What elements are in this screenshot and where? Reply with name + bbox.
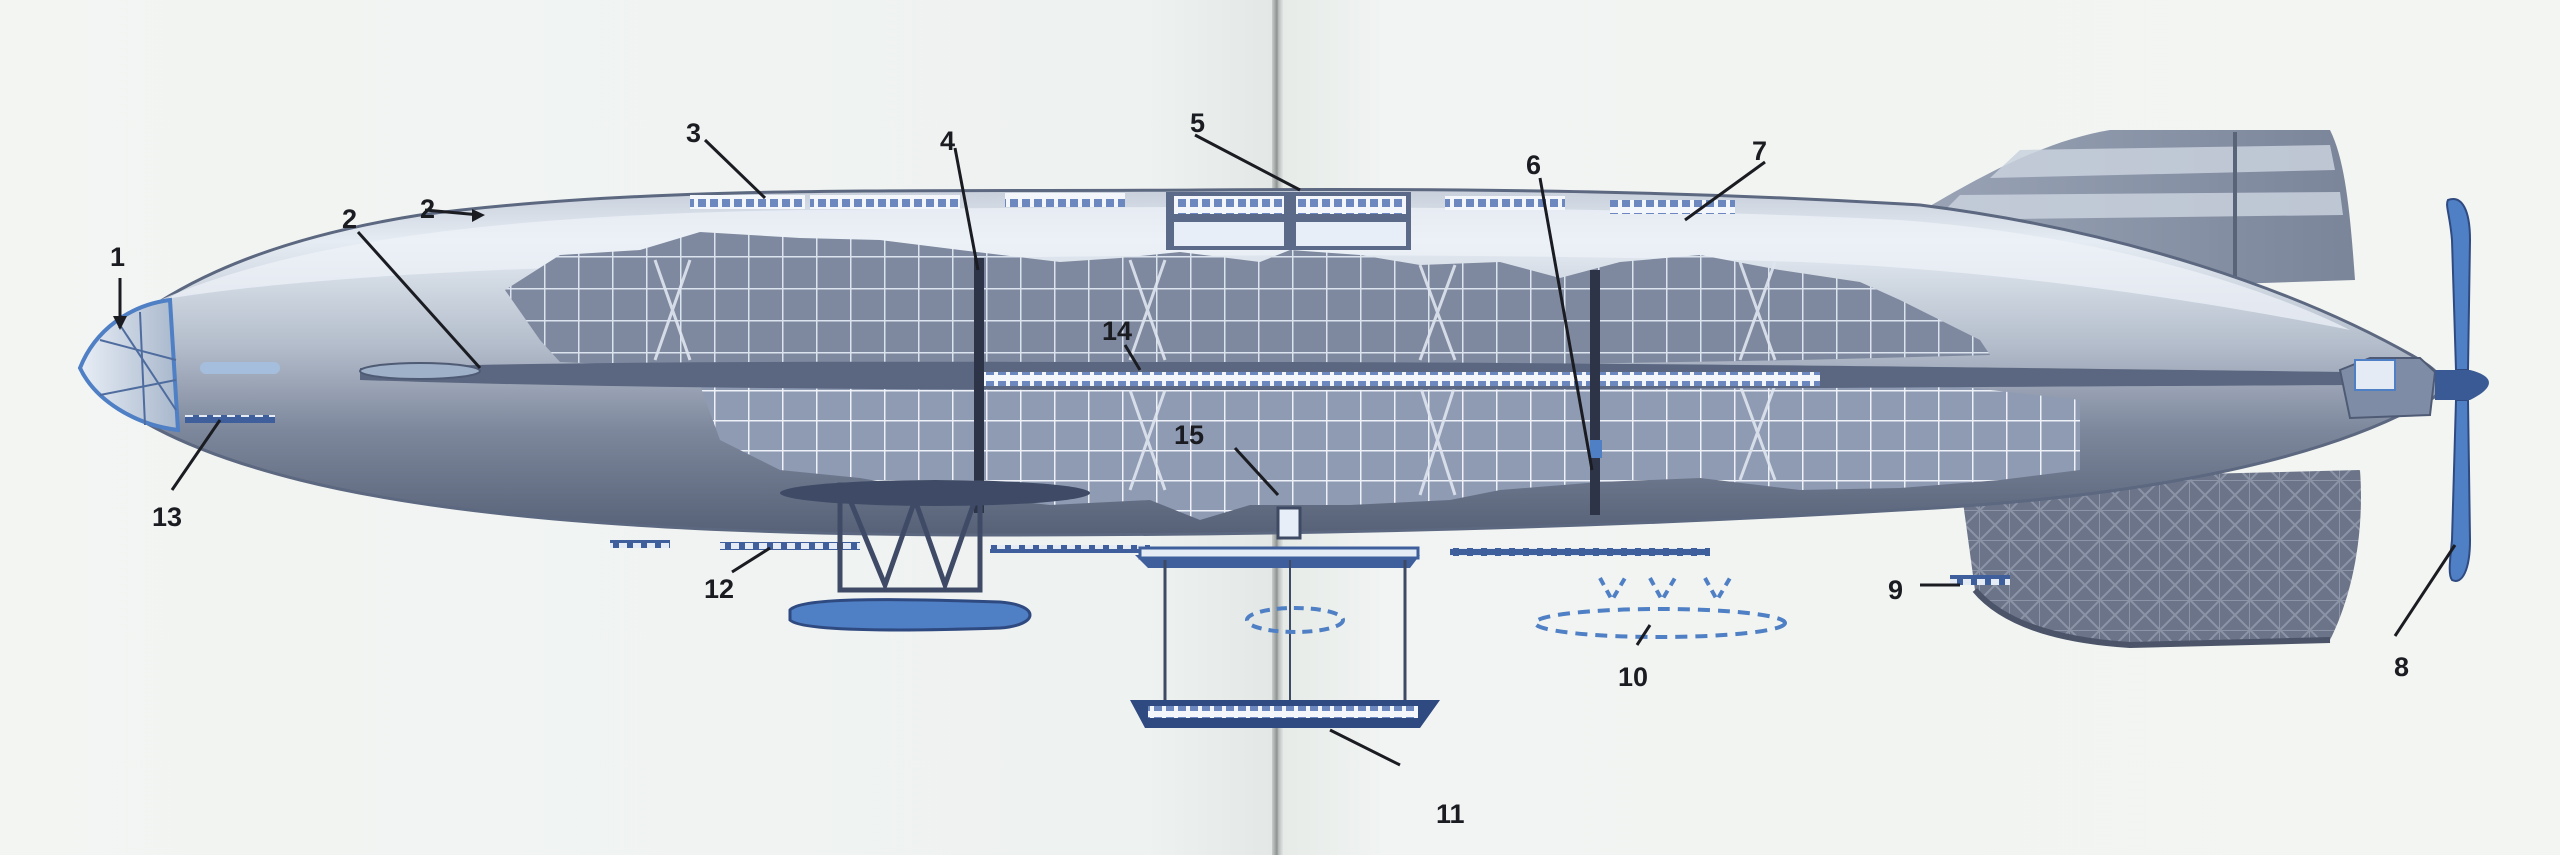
upper-fin-stripes: [1935, 145, 2343, 220]
label-11: 11: [1436, 799, 1465, 829]
corridor-windows: [980, 372, 1820, 386]
propeller-blade-bottom: [2448, 399, 2472, 582]
label-15: 15: [1174, 420, 1204, 450]
label-1: 1: [110, 242, 125, 272]
upper-cutaway: [505, 232, 1990, 370]
label-2-top: 2: [420, 194, 435, 224]
label-14: 14: [1102, 316, 1132, 346]
engine-car: [788, 598, 1032, 632]
label-10: 10: [1618, 662, 1648, 692]
label-5: 5: [1190, 108, 1205, 138]
shaft-6: [1590, 270, 1600, 515]
label-9: 9: [1888, 575, 1903, 605]
label-12: 12: [704, 574, 734, 604]
propeller-blade-top: [2446, 198, 2472, 371]
label-6: 6: [1526, 150, 1541, 180]
label-2-keel: 2: [342, 204, 357, 234]
label-8: 8: [2394, 652, 2409, 682]
label-3: 3: [686, 118, 701, 148]
lower-tail-fin: [1960, 470, 2361, 645]
lowered-platform: [1533, 607, 1787, 639]
top-window-strip: [690, 195, 805, 209]
propeller-hub: [2435, 370, 2489, 400]
leader-lines: [118, 133, 2457, 767]
label-7: 7: [1752, 136, 1767, 166]
shaft-4: [974, 258, 984, 513]
label-4: 4: [940, 126, 955, 156]
nose-cone: [77, 297, 181, 433]
lower-cutaway: [700, 375, 2080, 520]
label-13: 13: [152, 502, 182, 532]
